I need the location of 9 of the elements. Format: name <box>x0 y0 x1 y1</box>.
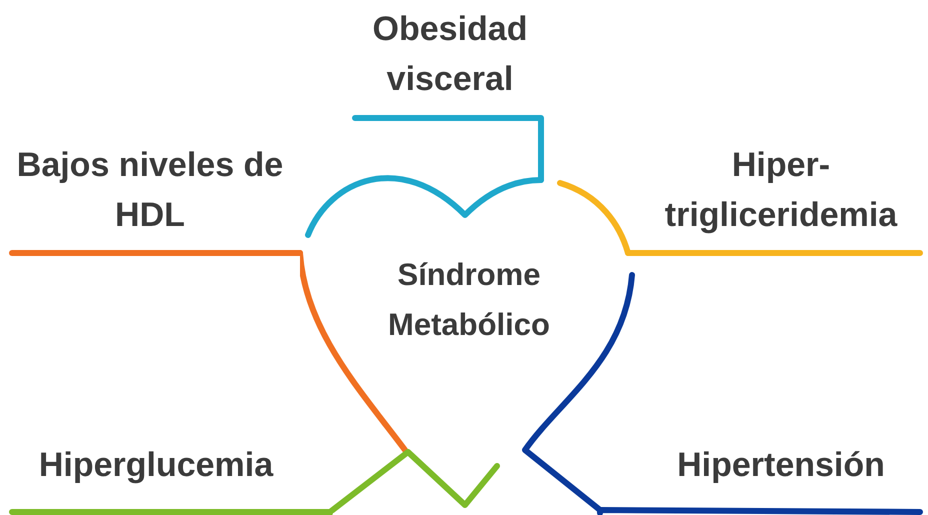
connector-line <box>9 509 333 515</box>
risk-factor-label: Obesidad visceral <box>372 9 528 100</box>
connector-line <box>597 507 923 515</box>
heart-title: Síndrome Metabólico <box>387 256 551 344</box>
connector-line <box>9 250 303 256</box>
risk-factor-label: Hiperglucemia <box>38 445 274 486</box>
risk-factor-label: Hiper- trigliceridemia <box>664 145 898 236</box>
risk-factor-label: Bajos niveles de HDL <box>16 145 284 236</box>
risk-factor-label: Hipertensión <box>677 445 885 486</box>
